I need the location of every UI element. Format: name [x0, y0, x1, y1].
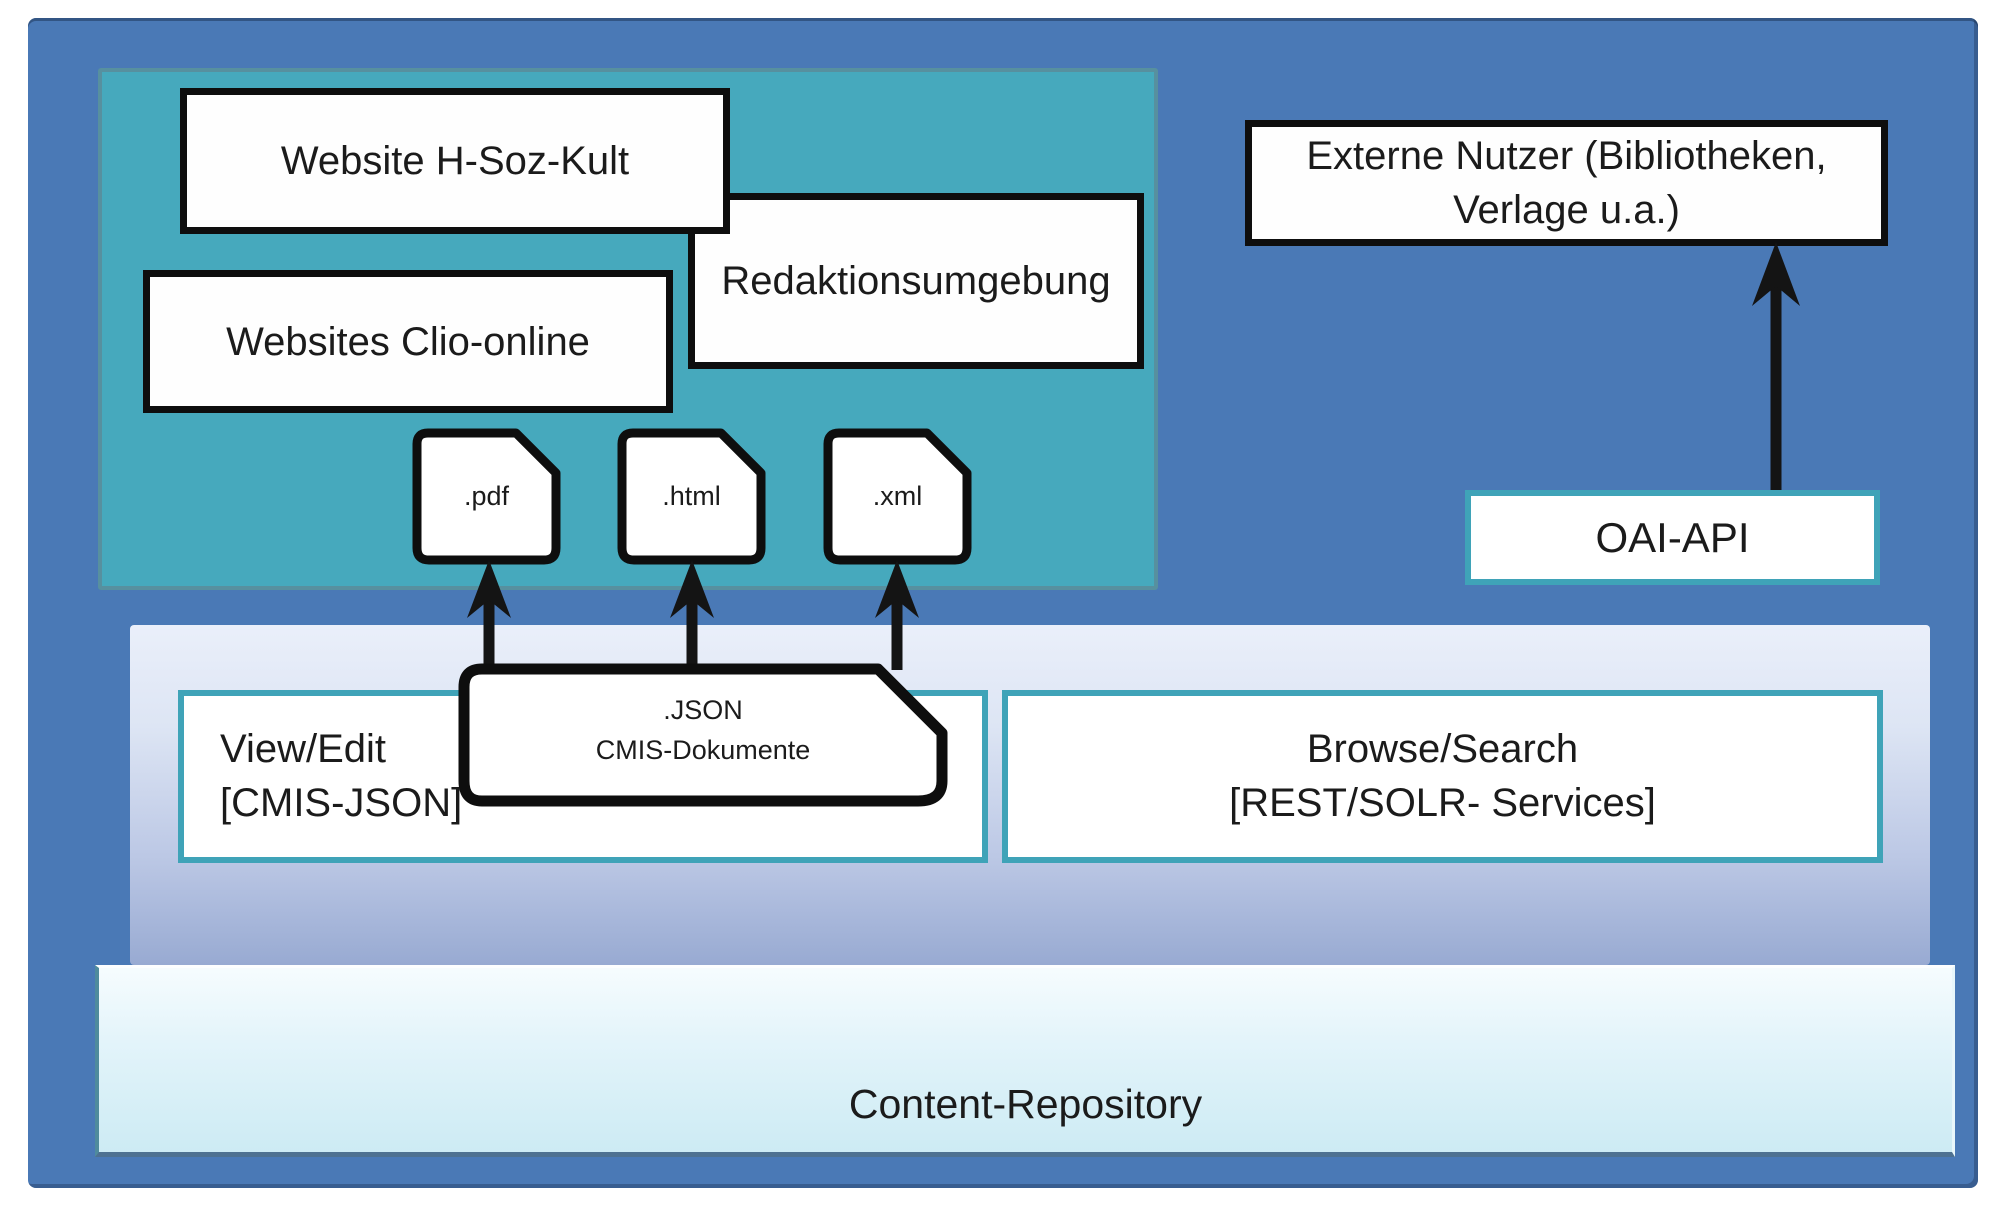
json-documents-label-line1: .JSON — [663, 694, 743, 725]
box-redaktionsumgebung: Redaktionsumgebung — [688, 193, 1144, 369]
websites-clio-online-label: Websites Clio-online — [226, 319, 590, 364]
view-edit-label-line1: View/Edit — [220, 727, 387, 772]
pdf-icon-label: .pdf — [463, 481, 510, 511]
file-icon-xml: .xml — [823, 428, 972, 565]
html-document-icon — [617, 428, 766, 565]
json-documents-label-line2: CMIS-Dokumente — [595, 735, 811, 765]
file-icon-html: .html — [617, 428, 766, 565]
box-websites-clio-online: Websites Clio-online — [143, 270, 673, 413]
redaktionsumgebung-label: Redaktionsumgebung — [721, 259, 1111, 303]
json-documents-label: .JSON CMIS-Dokumente — [458, 663, 948, 807]
box-json-cmis-documents: .JSON CMIS-Dokumente — [458, 663, 948, 807]
arrow-oai-to-externe-nutzer — [1752, 242, 1800, 492]
externe-nutzer-label-line2: Verlage u.a.) — [1453, 188, 1680, 232]
content-repository-label: Content-Repository — [848, 1081, 1203, 1127]
box-externe-nutzer: Externe Nutzer (Bibliotheken, Verlage u.… — [1245, 120, 1888, 246]
file-icon-pdf: .pdf — [412, 428, 561, 565]
xml-document-icon — [823, 428, 972, 565]
box-browse-search: Browse/Search [REST/SOLR- Services] — [1002, 690, 1883, 863]
externe-nutzer-label-line1: Externe Nutzer (Bibliotheken, — [1306, 134, 1827, 178]
view-edit-label-line2: [CMIS-JSON] — [220, 780, 463, 825]
box-oai-api: OAI-API — [1465, 490, 1880, 585]
content-repository-bar: Content-Repository — [95, 965, 1955, 1157]
browse-search-label-line1: Browse/Search — [1306, 727, 1579, 772]
html-icon-label: .html — [662, 481, 721, 511]
xml-icon-label: .xml — [872, 481, 923, 511]
json-document-icon — [458, 663, 948, 807]
arrow-json-to-pdf-icon — [467, 560, 511, 670]
arrow-json-to-html-icon — [670, 560, 714, 670]
box-website-hsozkult: Website H-Soz-Kult — [180, 88, 730, 234]
pdf-document-icon — [412, 428, 561, 565]
website-hsozkult-label: Website H-Soz-Kult — [280, 139, 630, 183]
arrow-json-to-xml-icon — [875, 560, 919, 670]
oai-api-label: OAI-API — [1595, 513, 1750, 561]
browse-search-label-line2: [REST/SOLR- Services] — [1229, 780, 1656, 825]
